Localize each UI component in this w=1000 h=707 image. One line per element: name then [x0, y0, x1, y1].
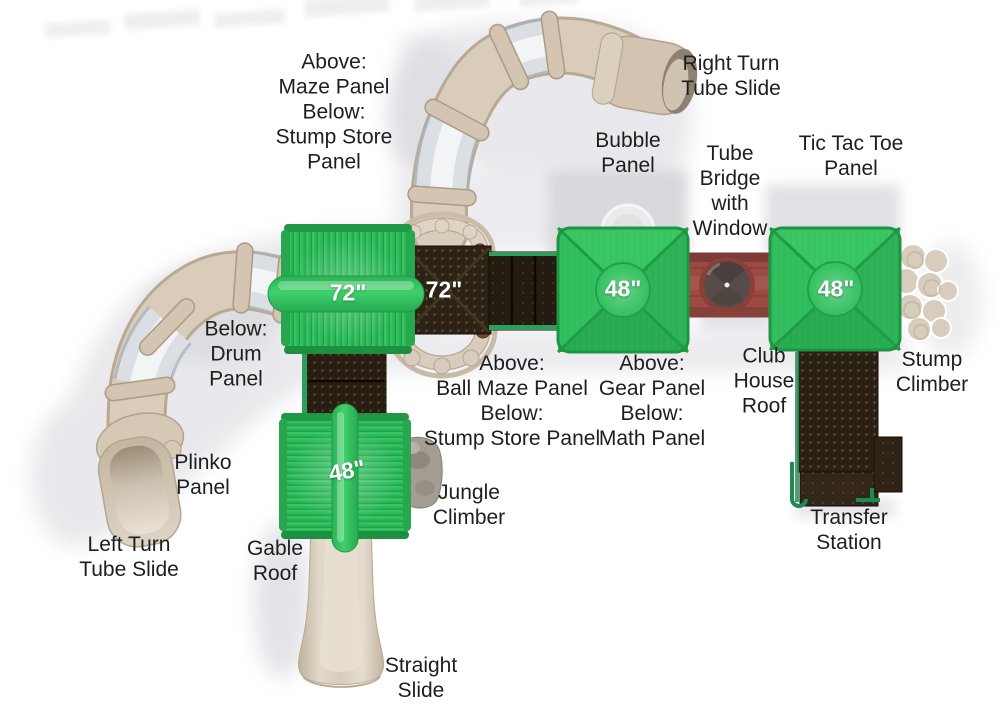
label-tube-bridge: Tube Bridge with Window [692, 142, 768, 240]
transfer-station-rails [790, 462, 880, 508]
label-ball-maze-panel: Above: Ball Maze Panel Below: Stump Stor… [423, 352, 601, 450]
pyramid-roof-club-house [768, 226, 902, 352]
label-gable-roof: Gable Roof [246, 537, 304, 585]
roof-ridge-banner [267, 275, 425, 313]
right-slide-exit [591, 32, 698, 116]
gable-roof-72 [267, 224, 425, 354]
gable-roof-48 [279, 403, 411, 553]
dimension-club-roof-48: 48" [817, 275, 855, 302]
label-maze-stump-panel: Above: Maze Panel Below: Stump Store Pan… [275, 50, 393, 174]
lower-walkway [302, 344, 387, 416]
bridge-window [699, 257, 755, 313]
dimension-bubble-roof-48: 48" [604, 275, 642, 302]
label-stump-climber: Stump Climber [895, 348, 969, 396]
label-right-turn-slide: Right Turn Tube Slide [681, 52, 781, 100]
straight-slide [298, 525, 384, 688]
tube-bridge [687, 252, 773, 318]
label-plinko-panel: Plinko Panel [174, 451, 232, 499]
pyramid-roof-bubble [556, 226, 690, 354]
label-tic-tac-toe-panel: Tic Tac Toe Panel [798, 132, 904, 180]
label-club-house-roof: Club House Roof [733, 344, 795, 418]
label-drum-panel: Below: Drum Panel [204, 317, 268, 391]
club-house-deck [795, 349, 903, 507]
tube-collars-right [407, 10, 566, 207]
label-left-turn-slide: Left Turn Tube Slide [79, 533, 179, 581]
ramp-walkway [488, 251, 560, 331]
right-turn-tube-slide [407, 10, 698, 259]
label-bubble-panel: Bubble Panel [595, 129, 661, 177]
dimension-deck-72: 72" [425, 276, 463, 303]
roof-ridge-beam [331, 403, 359, 553]
label-gear-math-panel: Above: Gear Panel Below: Math Panel [598, 352, 706, 450]
stump-climber [892, 243, 959, 342]
dimension-gable-roof-72: 72" [329, 279, 367, 306]
label-straight-slide: Straight Slide [384, 654, 458, 702]
label-jungle-climber: Jungle Climber [432, 481, 506, 529]
label-transfer-station: Transfer Station [810, 506, 888, 554]
left-slide-exit [95, 412, 185, 548]
